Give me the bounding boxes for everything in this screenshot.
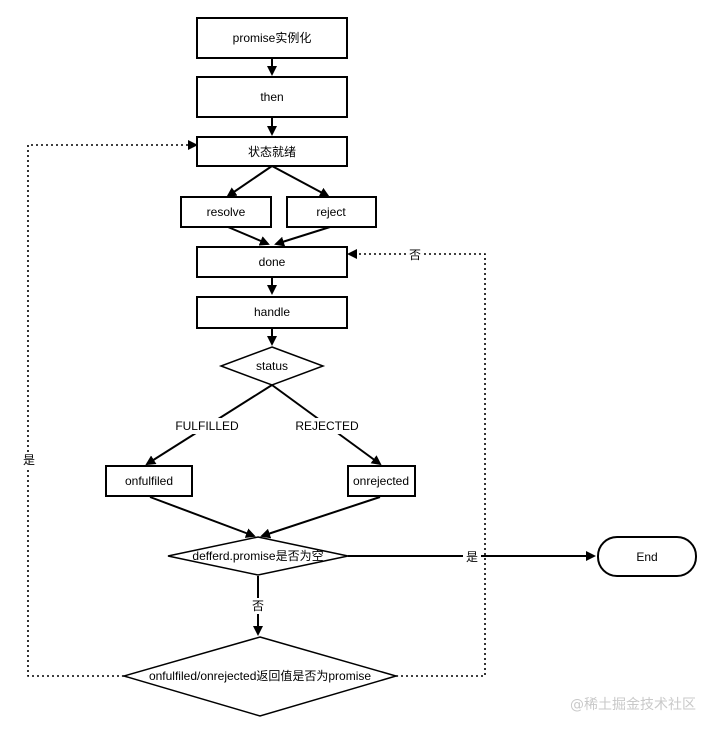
label-bg-yes-back [20, 452, 38, 468]
node-deferred-empty-label: defferd.promise是否为空 [192, 549, 323, 563]
node-done [196, 246, 348, 278]
edge-label-rejected: REJECTED [295, 419, 359, 433]
node-handle-label: handle [254, 305, 290, 319]
node-resolve [180, 196, 272, 228]
node-onrejected [347, 465, 416, 497]
edge-label-yes-end: 是 [466, 550, 478, 564]
node-reject-label: reject [316, 205, 346, 219]
node-state-ready [196, 136, 348, 167]
node-returns-promise-decision [121, 636, 399, 717]
node-onrejected-label: onrejected [353, 474, 409, 488]
label-bg-no-back [406, 247, 424, 263]
node-status-label: status [256, 359, 288, 373]
edge-label-no-back: 否 [409, 248, 421, 262]
node-then [196, 76, 348, 118]
edge-onfulfilled-deferred [149, 496, 256, 538]
label-bg-fulfilled [172, 418, 242, 434]
node-end [597, 536, 697, 577]
edge-state-resolve [226, 165, 273, 198]
node-handle [196, 296, 348, 329]
edge-state-reject [271, 165, 330, 197]
label-bg-rejected [292, 418, 364, 434]
edge-resolve-done [227, 226, 270, 246]
node-done-label: done [259, 255, 286, 269]
label-bg-no-down [249, 598, 267, 614]
node-end-label: End [636, 550, 657, 564]
node-reject [286, 196, 377, 228]
edge-label-no-down: 否 [252, 599, 264, 613]
node-promise-instantiate [196, 17, 348, 59]
node-state-ready-label: 状态就绪 [248, 145, 296, 159]
node-onfulfilled [105, 465, 193, 497]
node-promise-instantiate-label: promise实例化 [233, 30, 312, 45]
node-deferred-empty-decision [167, 536, 349, 576]
node-then-label: then [260, 90, 283, 104]
edge-onrejected-deferred [260, 496, 381, 539]
edge-returns-no-loop [347, 249, 486, 677]
edge-label-yes-back: 是 [23, 453, 35, 467]
node-onfulfilled-label: onfulfiled [125, 474, 173, 488]
node-returns-promise-label: onfulfiled/onrejected返回值是否为promise [149, 668, 371, 683]
label-bg-yes-end [463, 549, 481, 565]
node-resolve-label: resolve [207, 205, 246, 219]
node-status-decision [218, 346, 326, 386]
watermark-text: @稀土掘金技术社区 [570, 697, 696, 713]
edge-reject-done [274, 226, 331, 247]
edge-returns-yes-loop [27, 140, 198, 677]
edge-label-fulfilled: FULFILLED [175, 419, 239, 433]
